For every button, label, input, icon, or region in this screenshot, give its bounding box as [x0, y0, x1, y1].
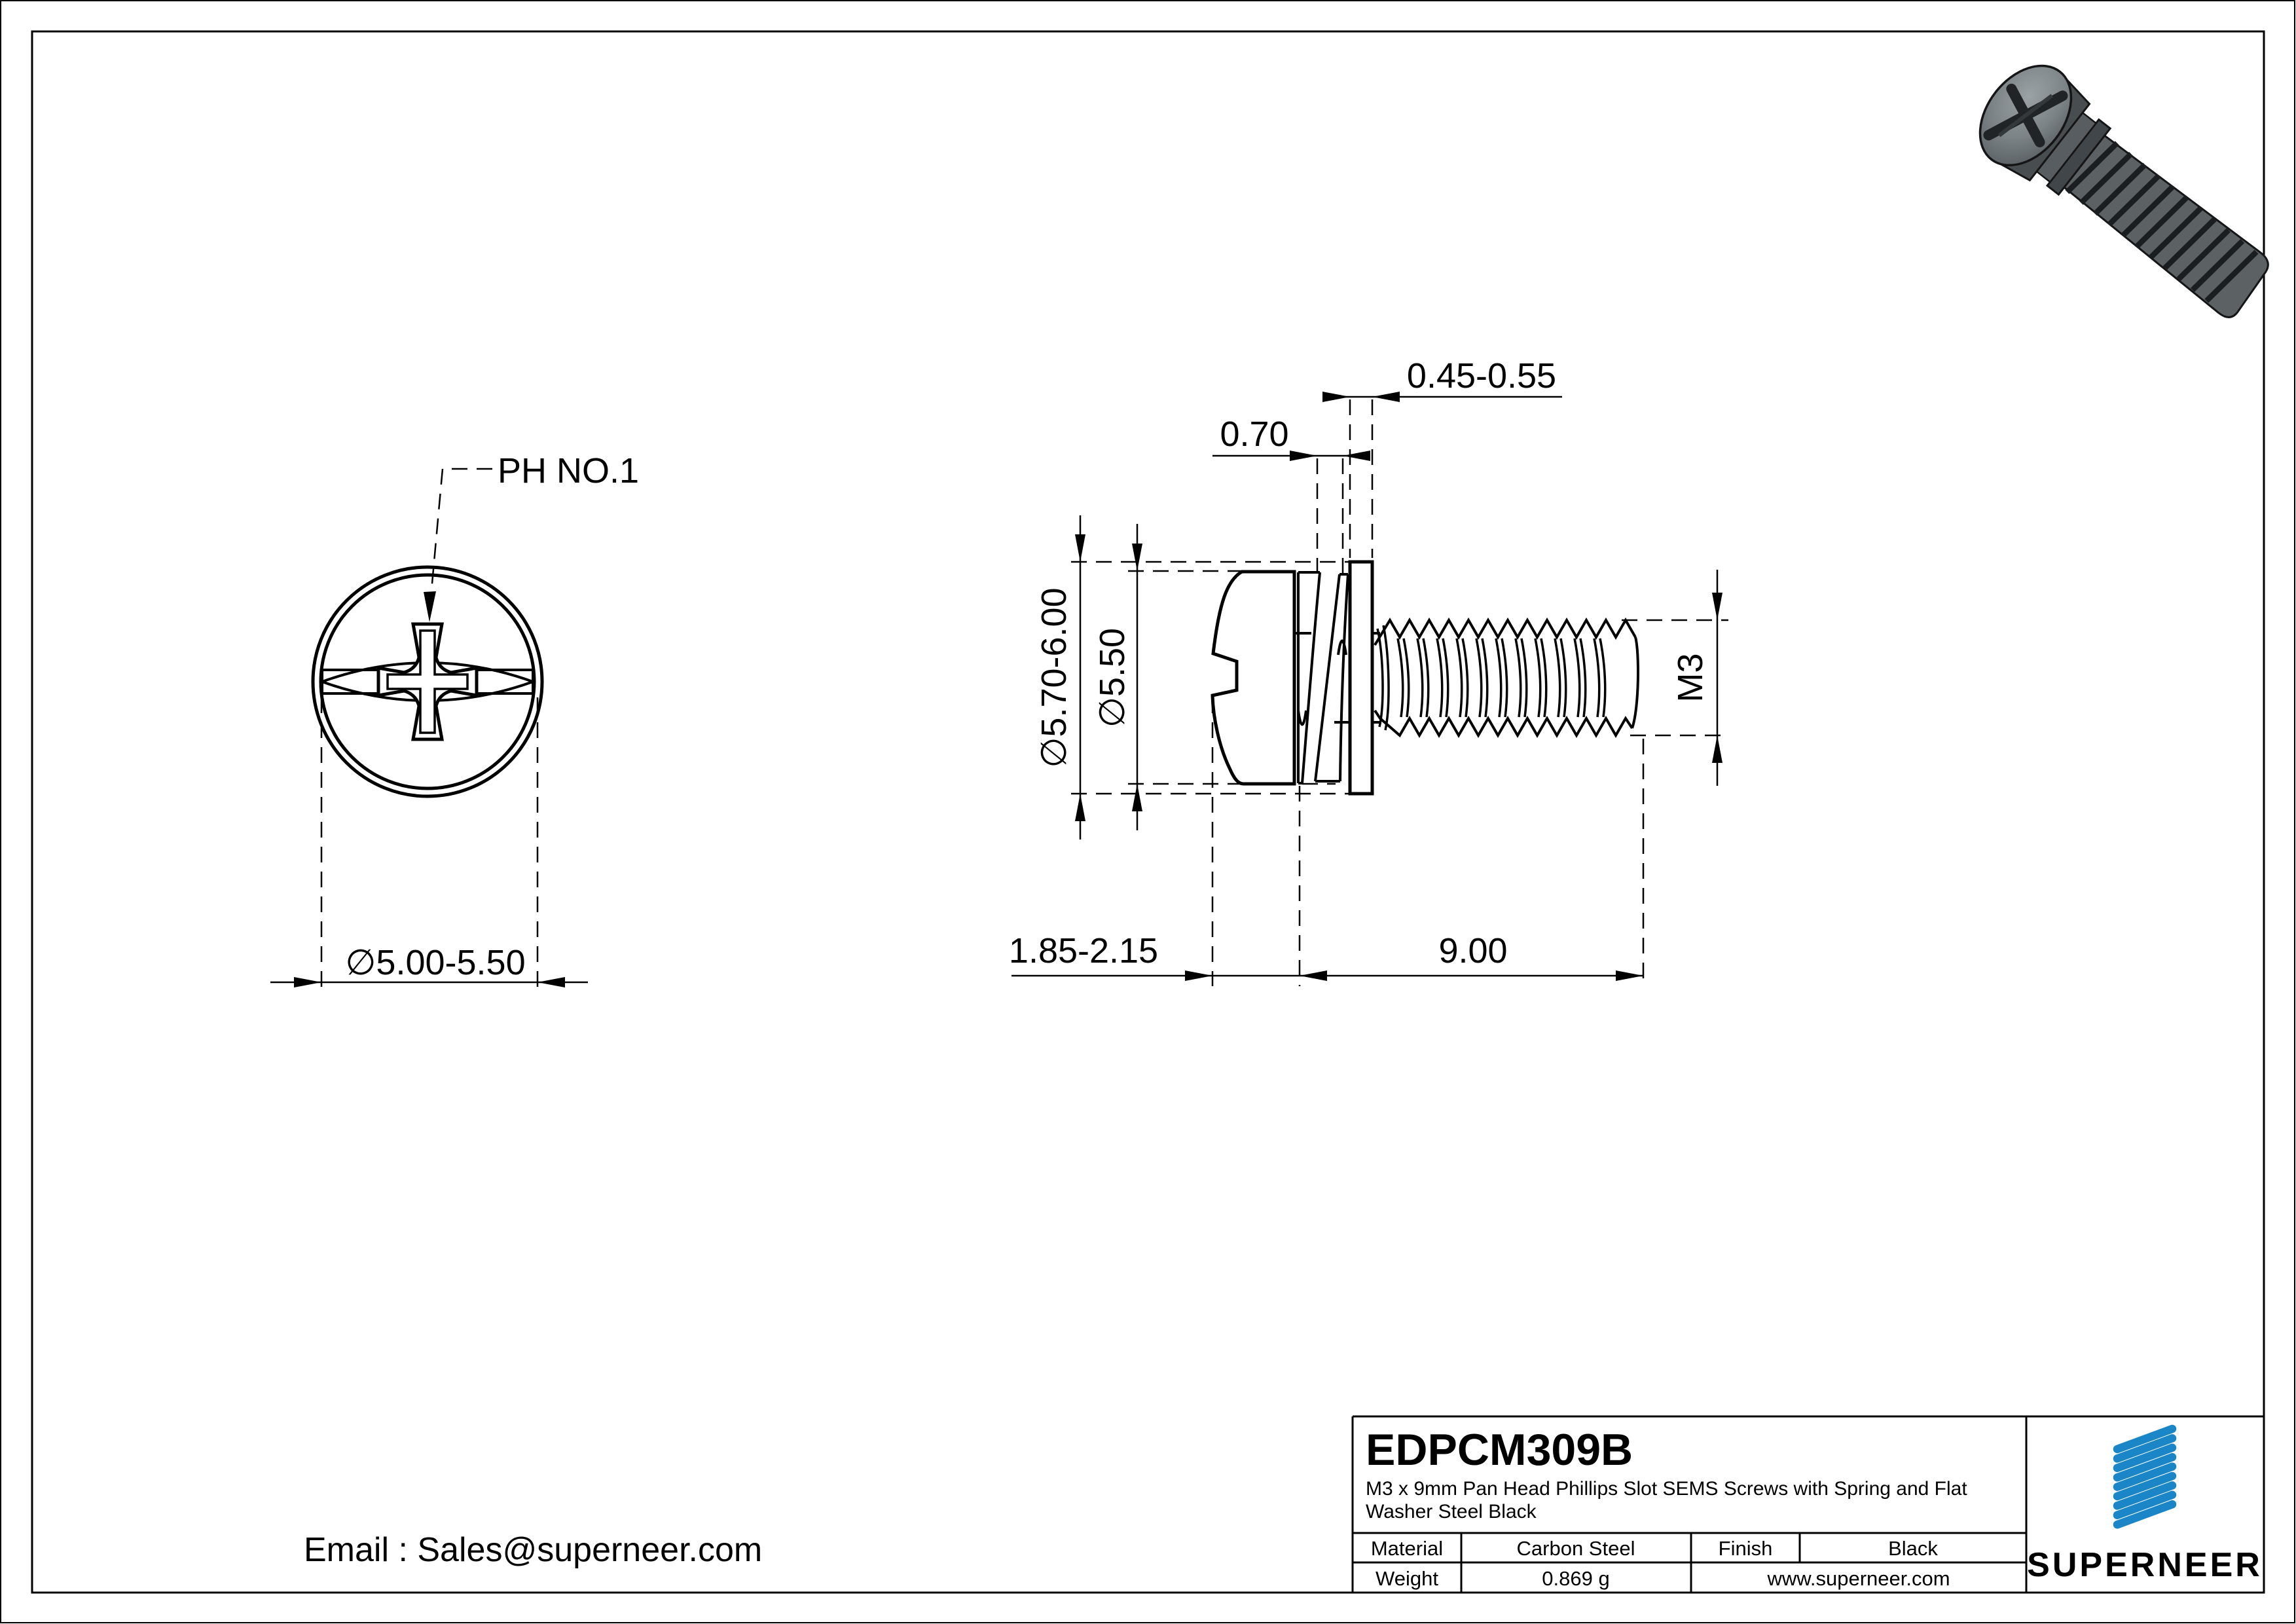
dim-arrow — [1372, 392, 1400, 402]
front-view: PH NO.1 ∅5.00-5.50 — [270, 451, 639, 992]
dim-arrow — [1343, 451, 1370, 461]
thread-flank — [1580, 638, 1586, 717]
thread-flank — [1476, 638, 1482, 717]
dim-arrow — [1300, 970, 1327, 981]
threaded-shank — [1375, 620, 1638, 735]
description-line2: Washer Steel Black — [1366, 1501, 1537, 1522]
head-od-dim: ∅5.50 — [1093, 628, 1132, 728]
thread-flank — [1417, 638, 1423, 717]
part-number: EDPCM309B — [1366, 1425, 1633, 1475]
weight-label: Weight — [1376, 1567, 1438, 1590]
dim-arrow — [1712, 735, 1722, 763]
thread-flank — [1496, 638, 1501, 717]
thread-flank — [1555, 638, 1560, 717]
pan-head-profile — [1212, 572, 1294, 784]
finish-value: Black — [1888, 1537, 1938, 1560]
thread-flank — [1437, 638, 1442, 717]
flat-washer — [1350, 562, 1372, 794]
thread-flank — [1522, 638, 1527, 717]
thread-flank — [1404, 638, 1409, 717]
thread-size-dim: M3 — [1671, 653, 1710, 702]
thread-end-cap — [1632, 637, 1638, 728]
thread-flank — [1516, 638, 1521, 717]
drawing-border — [32, 31, 2264, 1593]
thread-flank — [1457, 638, 1462, 717]
thread-flank — [1443, 638, 1448, 717]
dim-arrow — [1712, 593, 1722, 620]
material-label: Material — [1371, 1537, 1443, 1560]
3d-screw-render — [1956, 45, 2287, 337]
3d-thread-stripes — [2067, 138, 2256, 306]
dim-arrow — [1322, 392, 1350, 402]
thread-crest-top — [1375, 620, 1635, 645]
title-block: EDPCM309B M3 x 9mm Pan Head Phillips Slo… — [1353, 1416, 2264, 1593]
dim-arrow — [1616, 970, 1643, 981]
thread-crest-bottom — [1375, 710, 1632, 735]
phillips-cross-outline — [378, 624, 477, 739]
flatwasher-ext-lines — [1350, 399, 1372, 558]
dim-arrow — [1132, 544, 1142, 571]
material-value: Carbon Steel — [1517, 1537, 1635, 1560]
thread-flank — [1600, 638, 1605, 717]
dim-arrow — [538, 977, 565, 987]
thread-flank — [1594, 638, 1599, 717]
thread-flank — [1535, 638, 1540, 717]
thread-leadin — [1377, 625, 1389, 730]
dim-arrow — [1075, 794, 1085, 821]
description-line1: M3 x 9mm Pan Head Phillips Slot SEMS Scr… — [1366, 1478, 1967, 1500]
thread-flank — [1561, 638, 1566, 717]
spring-thickness-dim: 0.70 — [1220, 415, 1288, 454]
dim-arrow — [1132, 784, 1142, 811]
finish-label: Finish — [1719, 1537, 1773, 1560]
3d-shank — [2059, 130, 2275, 322]
thread-flank — [1541, 638, 1546, 717]
website-link[interactable]: www.superneer.com — [1766, 1567, 1950, 1590]
thread-flank — [1575, 638, 1580, 717]
brand-name: SUPERNEER — [2027, 1546, 2263, 1584]
weight-value: 0.869 g — [1542, 1567, 1609, 1590]
side-view: 0.70 0.45-0.55 ∅5.70-6.00 ∅5.50 M3 1.85-… — [1009, 356, 1728, 986]
thread-flank — [1398, 638, 1403, 717]
drive-leader-arrow — [424, 591, 436, 622]
dim-arrow — [294, 977, 321, 987]
thread-flank — [1463, 638, 1468, 717]
thread-length-dim: 9.00 — [1438, 931, 1507, 970]
head-diameter-dim: ∅5.00-5.50 — [345, 943, 525, 982]
spring-ext-lines — [1317, 458, 1343, 574]
dim-arrow — [1185, 970, 1212, 981]
email-text: Email : Sales@superneer.com — [304, 1531, 762, 1569]
thread-flank — [1482, 638, 1487, 717]
washer-od-dim: ∅5.70-6.00 — [1034, 587, 1074, 767]
dim-arrow — [1290, 451, 1317, 461]
thread-flank — [1423, 638, 1429, 717]
thread-flank — [1502, 638, 1507, 717]
superneer-logo-icon — [2117, 1429, 2172, 1524]
drive-label: PH NO.1 — [498, 451, 639, 490]
dim-arrow — [1075, 534, 1085, 562]
head-height-dim: 1.85-2.15 — [1009, 931, 1158, 970]
flatwasher-thickness-dim: 0.45-0.55 — [1407, 356, 1556, 396]
